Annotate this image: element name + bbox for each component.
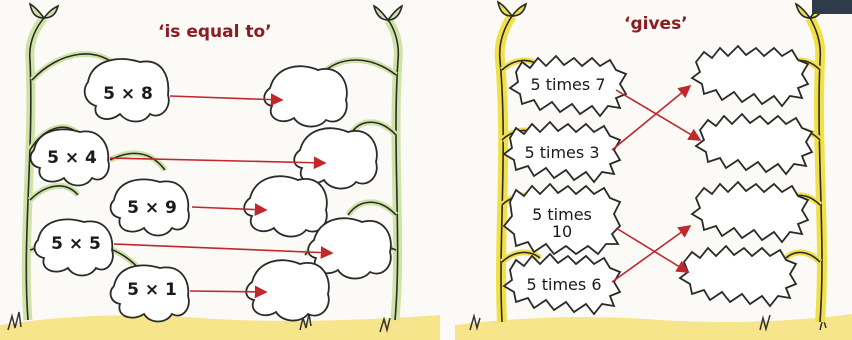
expression-left-2: 5 × 4	[40, 148, 104, 168]
flower-right-3	[244, 176, 327, 236]
expression-left-4: 5 × 5	[44, 234, 108, 254]
left-title: ‘is equal to’	[158, 22, 272, 42]
spiky-right-1	[692, 46, 808, 106]
expression-left-1: 5 × 8	[96, 84, 160, 104]
right-arrows	[612, 86, 700, 282]
expression-right-1: 5 times 7	[516, 76, 620, 93]
spiky-right-2	[696, 114, 812, 174]
spiky-right-4	[680, 246, 796, 306]
corner-tab	[812, 0, 852, 14]
spiky-right-3	[692, 182, 808, 242]
ground-right	[455, 314, 852, 340]
expression-left-3: 5 × 9	[120, 198, 184, 218]
ground-left	[0, 315, 440, 340]
expression-right-3: 5 times 10	[530, 206, 594, 240]
arrow-right-1	[616, 90, 700, 140]
arrow-left-4	[114, 244, 332, 253]
expression-right-2: 5 times 3	[512, 144, 612, 161]
expression-left-5: 5 × 1	[120, 280, 184, 300]
right-title: ‘gives’	[624, 14, 688, 34]
left-flowers	[31, 59, 391, 321]
flower-right-1	[264, 66, 347, 126]
flower-right-5	[246, 260, 329, 320]
arrow-left-5	[190, 291, 266, 292]
arrow-right-4	[612, 226, 690, 282]
expression-right-4: 5 times 6	[512, 276, 616, 293]
arrow-left-2	[110, 158, 325, 163]
